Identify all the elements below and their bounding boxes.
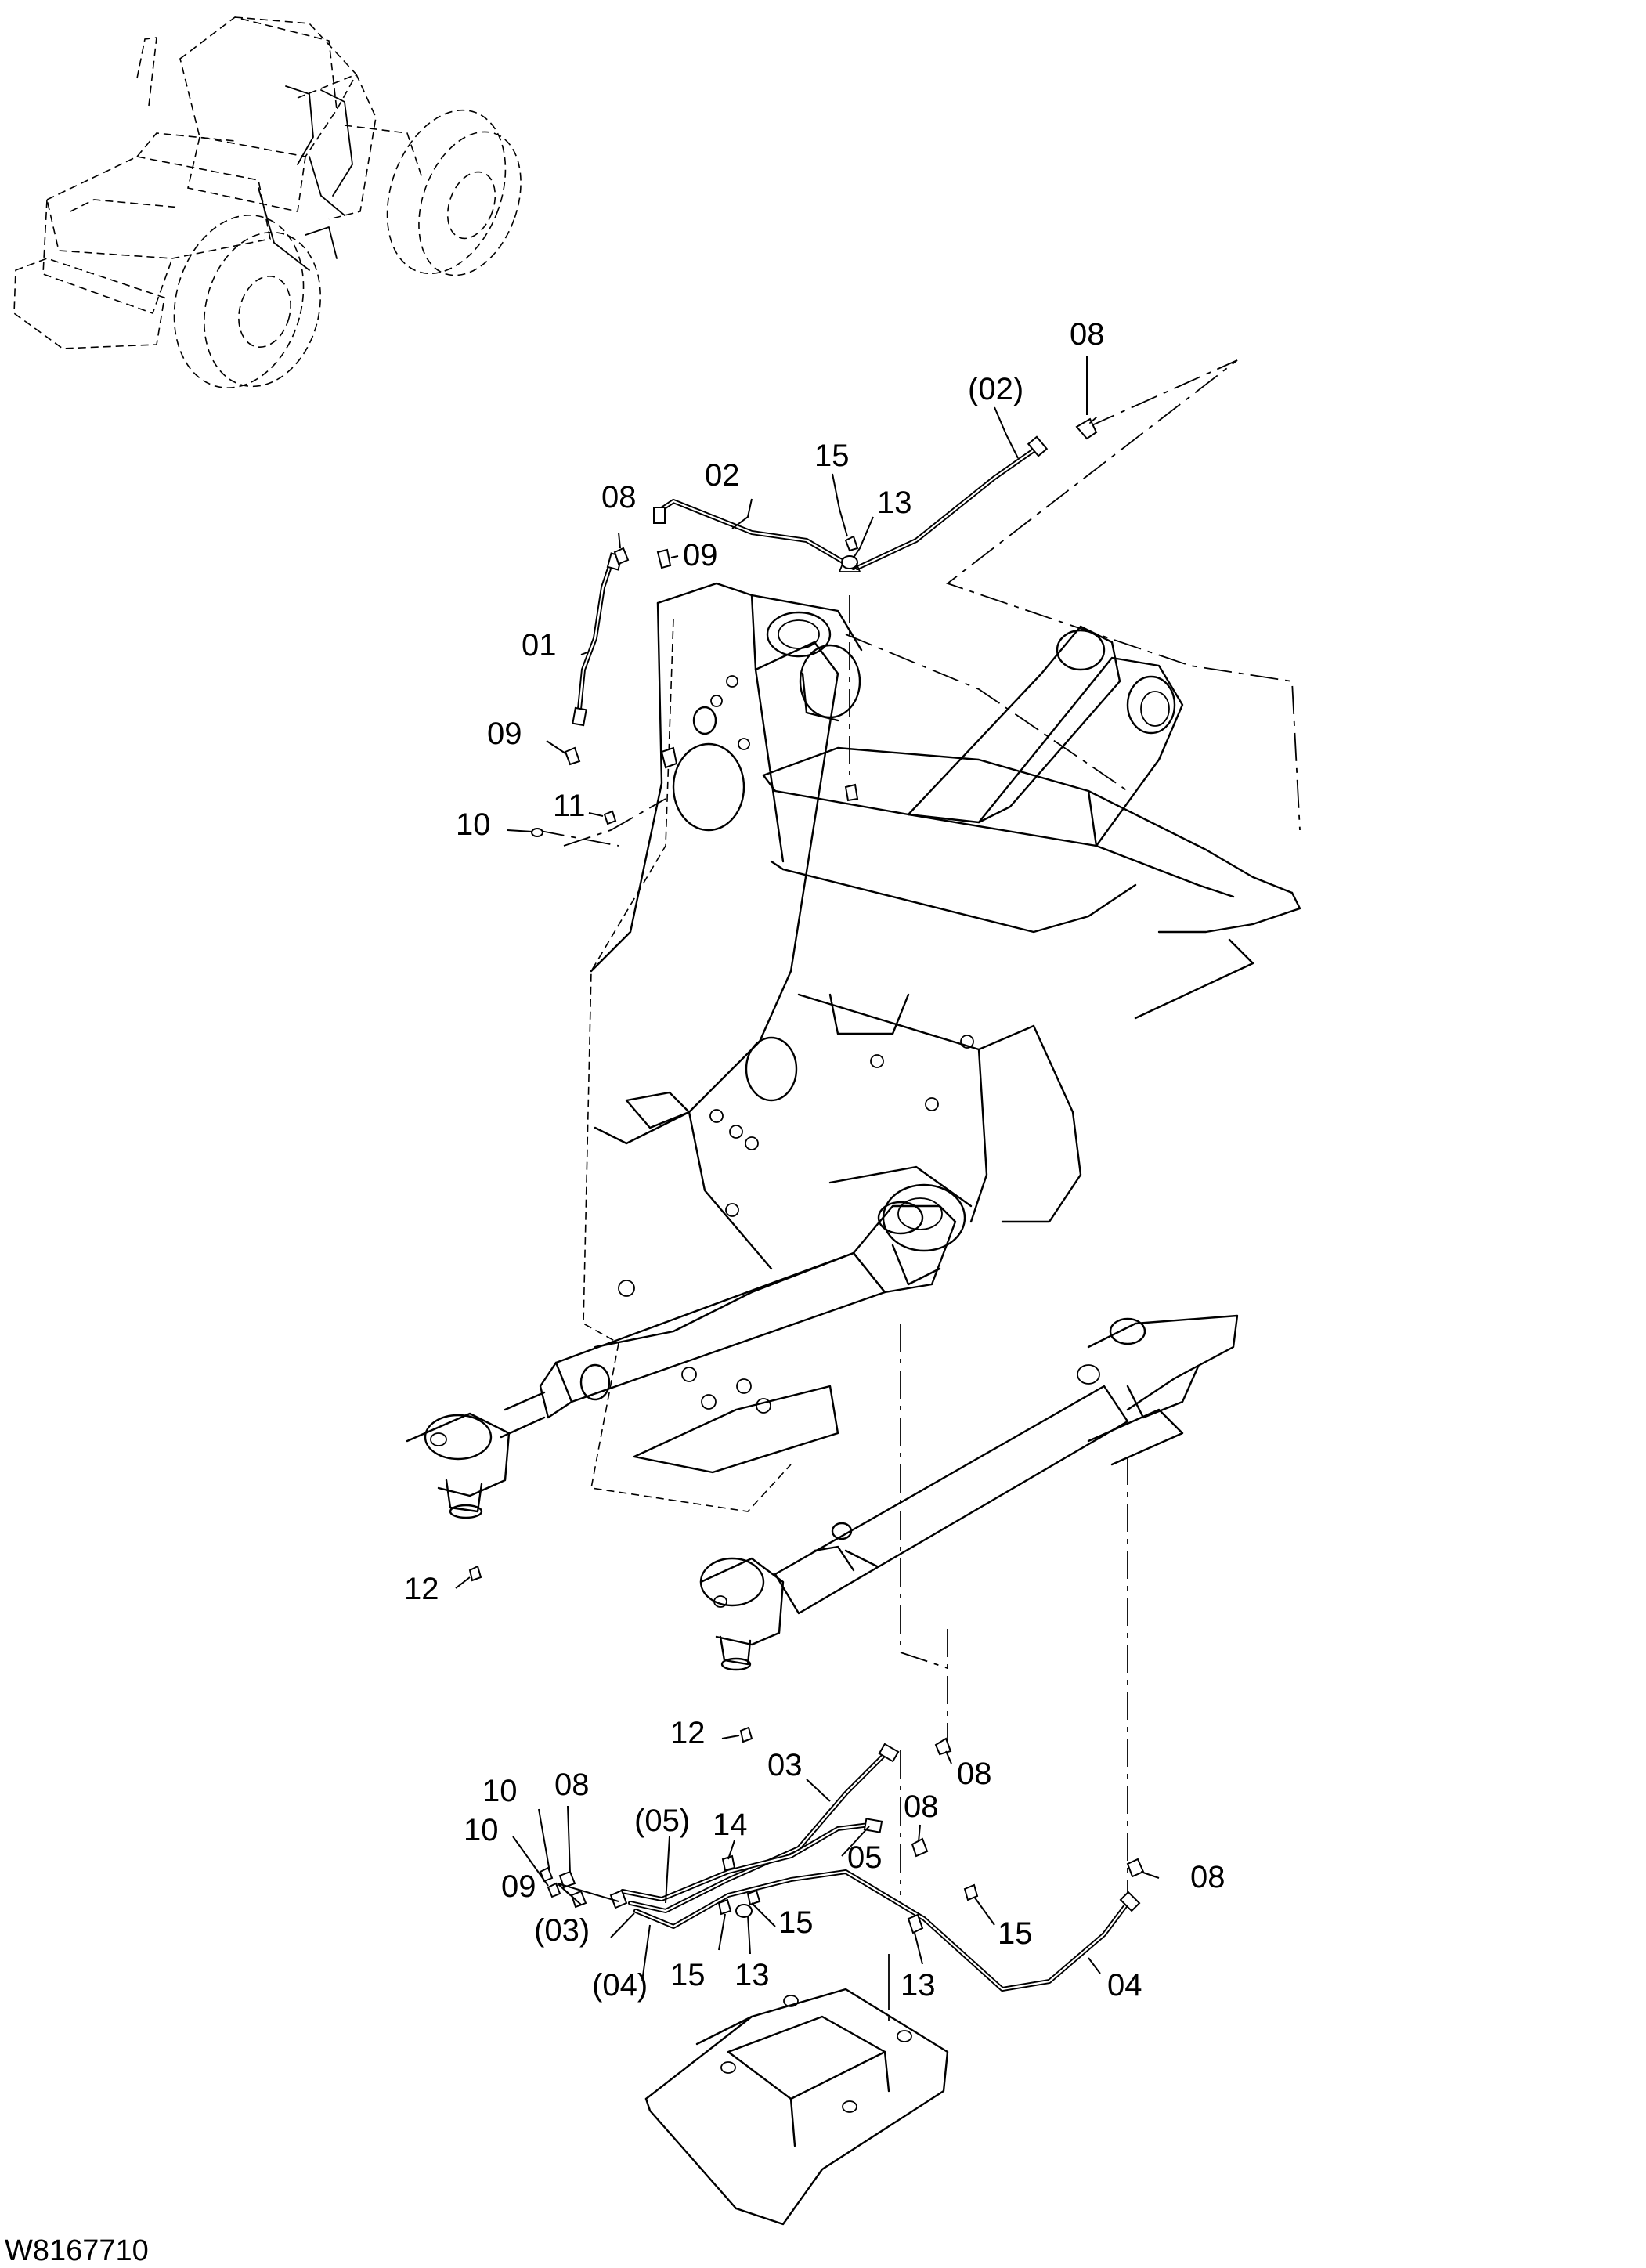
- callout-02: 02: [705, 458, 740, 493]
- callout-05: 05: [847, 1840, 883, 1875]
- callout-12: 12: [404, 1572, 439, 1606]
- callout-13: 13: [877, 486, 912, 520]
- locator-solid-detail: [258, 85, 353, 271]
- hose-01: [572, 552, 623, 727]
- callout-03: 03: [767, 1748, 803, 1782]
- callout-(04): (04): [592, 1968, 648, 2003]
- callout-08: 08: [1070, 317, 1105, 352]
- callout-10: 10: [482, 1774, 518, 1808]
- hose-05: [620, 1818, 883, 1901]
- callout-08: 08: [554, 1768, 590, 1802]
- callout-10: 10: [464, 1813, 499, 1847]
- callout-12: 12: [670, 1716, 706, 1750]
- centerlines: [536, 359, 1301, 2021]
- lower-pivot-bracket: [644, 1988, 949, 2226]
- callout-04: 04: [1107, 1968, 1142, 2003]
- callout-09: 09: [487, 717, 522, 751]
- hose-02: [653, 435, 1049, 570]
- front-frame: [583, 582, 1301, 1512]
- leader-lines: [455, 356, 1160, 1982]
- callout-15: 15: [814, 439, 850, 473]
- callout-(05): (05): [634, 1804, 690, 1838]
- fittings: [468, 417, 1145, 1934]
- callout-13: 13: [901, 1968, 936, 2003]
- steering-cylinder-upper: [406, 1183, 966, 1519]
- callout-08: 08: [1190, 1860, 1225, 1894]
- callout-08: 08: [957, 1757, 992, 1791]
- callout-08: 08: [601, 480, 637, 515]
- callout-(02): (02): [968, 372, 1023, 406]
- callout-09: 09: [683, 538, 718, 572]
- callout-11: 11: [553, 789, 586, 823]
- callout-15: 15: [670, 1958, 706, 1992]
- callout-09: 09: [501, 1869, 536, 1904]
- drawing-code: W8167710: [5, 2234, 149, 2267]
- callout-08: 08: [904, 1789, 939, 1824]
- callout-15: 15: [778, 1905, 814, 1940]
- callout-13: 13: [735, 1958, 770, 1992]
- wheel-loader-locator-icon: [13, 16, 522, 388]
- callout-15: 15: [998, 1916, 1033, 1951]
- callout-01: 01: [522, 628, 557, 663]
- hose-04: [633, 1869, 1141, 1992]
- callout-14: 14: [713, 1808, 748, 1842]
- callout-10: 10: [456, 807, 491, 842]
- steering-cylinder-lower: [699, 1314, 1239, 1671]
- callout-labels: 08 (02) 02 15 13 08 09 01 09 11 10 12 12…: [404, 317, 1225, 2003]
- callout-(03): (03): [534, 1913, 590, 1948]
